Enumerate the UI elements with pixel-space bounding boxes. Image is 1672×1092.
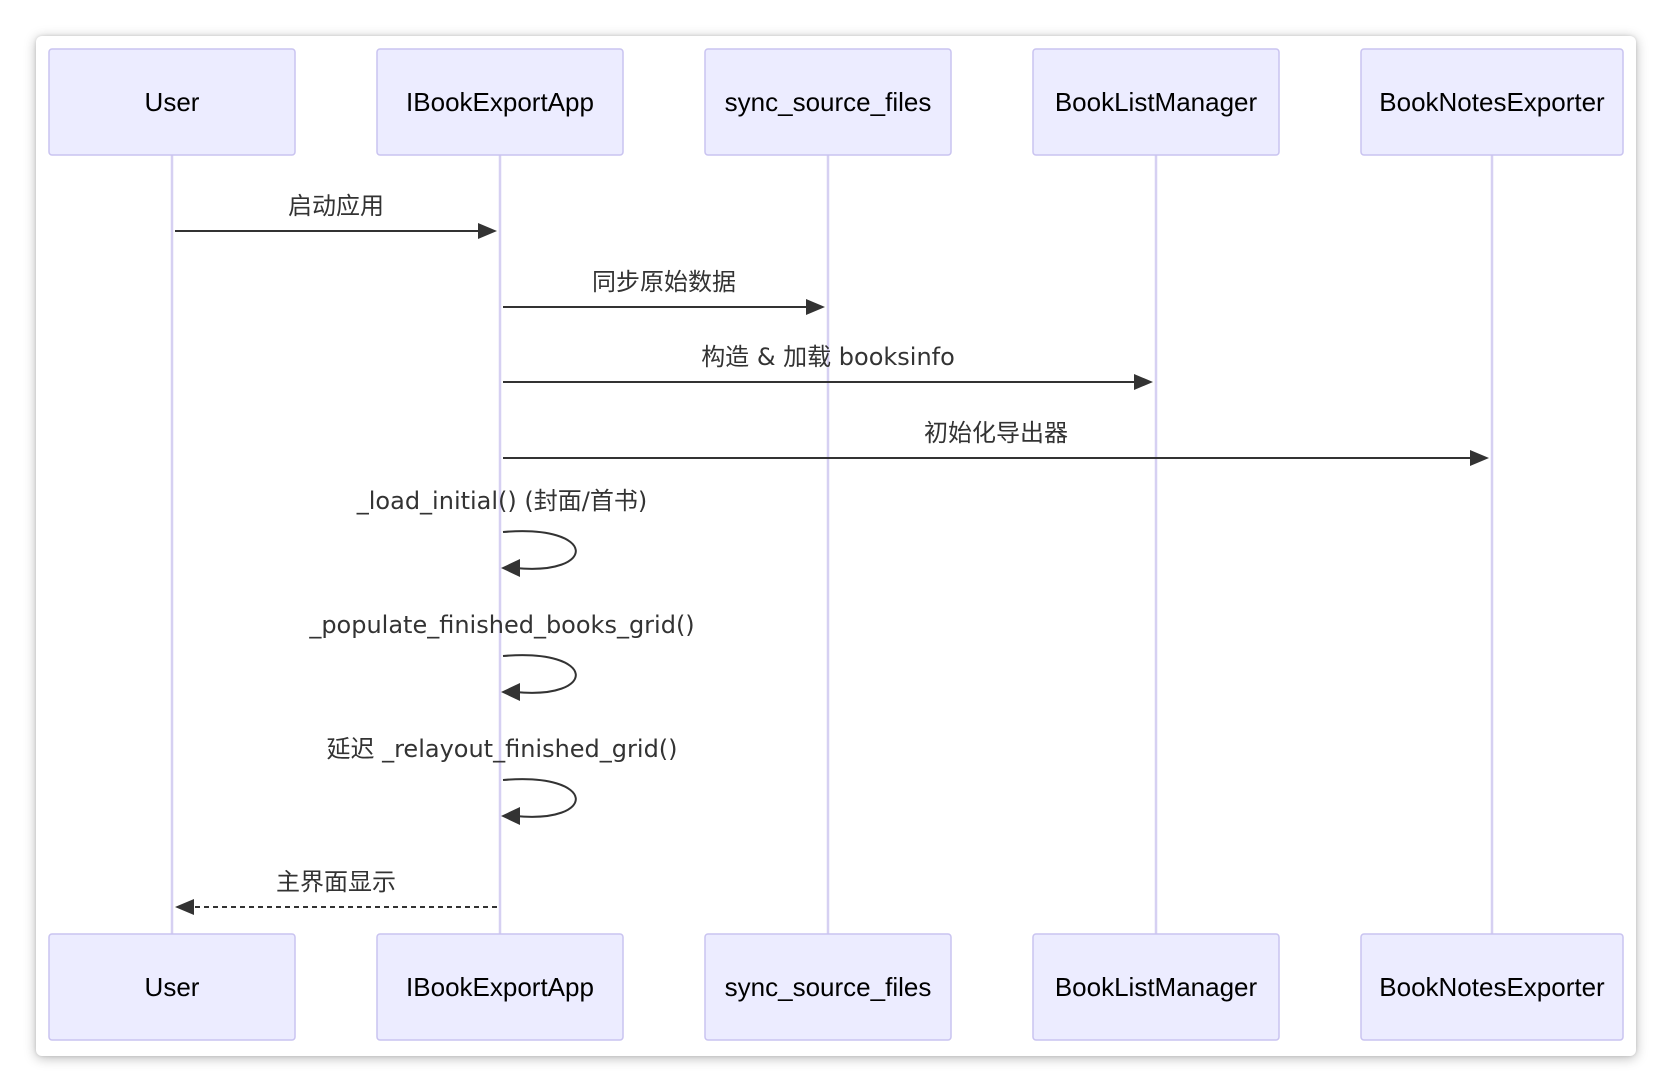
actor-bottom-sync-source-files: sync_source_files: [704, 933, 952, 1041]
actor-label: BookNotesExporter: [1379, 972, 1605, 1002]
arrowhead: [175, 899, 194, 915]
actor-bottom-booklistmanager: BookListManager: [1032, 933, 1280, 1041]
arrowhead: [1470, 450, 1489, 466]
actor-label: BookListManager: [1055, 87, 1258, 117]
self-loop: [502, 654, 577, 694]
message-label: 启动应用: [288, 192, 384, 220]
self-loop: [502, 778, 577, 818]
arrowhead: [501, 559, 520, 577]
actor-label: IBookExportApp: [406, 87, 594, 117]
message-5: _load_initial() (封面/首书): [356, 487, 647, 577]
actor-box: [1360, 48, 1624, 156]
actor-bottom-booknotesexporter: BookNotesExporter: [1360, 933, 1624, 1041]
actor-label: User: [145, 972, 200, 1002]
message-label: 构造 & 加载 booksinfo: [701, 343, 955, 371]
message-label: 延迟 _relayout_finished_grid(): [326, 735, 677, 763]
actor-label: BookNotesExporter: [1379, 87, 1605, 117]
message-label: 同步原始数据: [592, 268, 736, 296]
arrowhead: [478, 223, 497, 239]
diagram-card: [36, 36, 1636, 1056]
message-3: 构造 & 加载 booksinfo: [503, 343, 1153, 390]
arrowhead: [806, 299, 825, 315]
lifelines: [170, 155, 1494, 934]
message-1: 启动应用: [175, 192, 497, 239]
message-8: 主界面显示: [175, 868, 497, 915]
actor-bottom-ibookexportapp: IBookExportApp: [376, 933, 624, 1041]
actor-label: User: [145, 87, 200, 117]
actor-box: [376, 933, 624, 1041]
actor-top-booklistmanager: BookListManager: [1032, 48, 1280, 156]
message-label: _populate_finished_books_grid(): [308, 611, 694, 639]
arrowhead: [501, 683, 520, 701]
message-7: 延迟 _relayout_finished_grid(): [326, 735, 678, 825]
actor-box: [704, 48, 952, 156]
arrowhead: [1134, 374, 1153, 390]
actor-top-booknotesexporter: BookNotesExporter: [1360, 48, 1624, 156]
actor-top-sync-source-files: sync_source_files: [704, 48, 952, 156]
actor-label: BookListManager: [1055, 972, 1258, 1002]
actor-box: [1032, 48, 1280, 156]
actor-box: [1360, 933, 1624, 1041]
message-2: 同步原始数据: [503, 268, 825, 315]
message-4: 初始化导出器: [503, 419, 1489, 466]
actor-label: IBookExportApp: [406, 972, 594, 1002]
self-loop: [502, 530, 577, 570]
actor-box: [48, 48, 296, 156]
actors-bottom: User IBookExportApp sync_source_files BookL…: [48, 933, 1624, 1041]
message-label: 主界面显示: [276, 868, 396, 896]
actor-top-ibookexportapp: IBookExportApp: [376, 48, 624, 156]
actor-box: [48, 933, 296, 1041]
arrowhead: [501, 807, 520, 825]
message-label: 初始化导出器: [924, 419, 1068, 447]
actor-top-user: User: [48, 48, 296, 156]
actor-label: sync_source_files: [725, 87, 932, 117]
actor-label: sync_source_files: [725, 972, 932, 1002]
actor-bottom-user: User: [48, 933, 296, 1041]
actor-box: [704, 933, 952, 1041]
message-6: _populate_finished_books_grid(): [308, 611, 695, 701]
message-label: _load_initial() (封面/首书): [356, 487, 647, 515]
actors-top: User IBookExportApp sync_source_files BookL…: [48, 48, 1624, 156]
actor-box: [1032, 933, 1280, 1041]
actor-box: [376, 48, 624, 156]
